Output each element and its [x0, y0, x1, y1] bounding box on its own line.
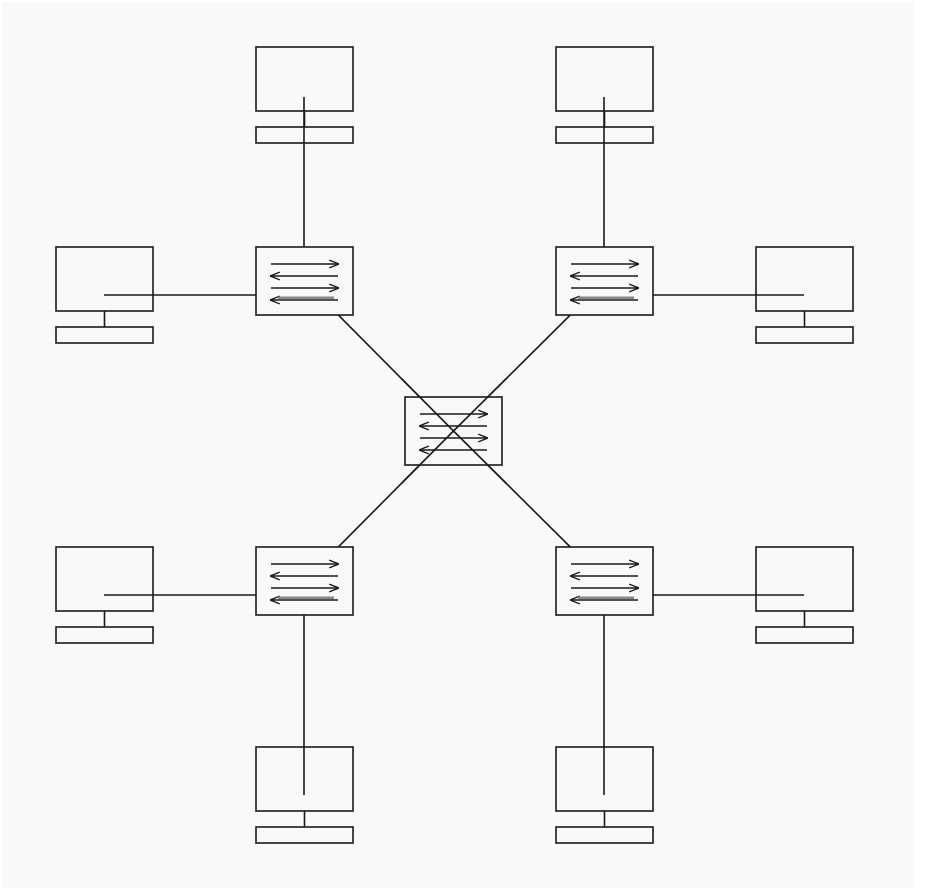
switch-box [555, 546, 654, 616]
network-nodes [55, 46, 854, 844]
switch-box [255, 246, 354, 316]
switch-icon [255, 246, 354, 316]
keyboard-base [55, 626, 154, 644]
keyboard-base [755, 326, 854, 344]
computer-icon [555, 746, 654, 844]
link-core-through-switch-top-left [400, 377, 455, 432]
computer-icon [255, 46, 354, 144]
computer-icon [55, 546, 154, 644]
computer-icon [55, 246, 154, 344]
keyboard-base [555, 826, 654, 844]
keyboard-base [255, 126, 354, 144]
computer-icon [755, 546, 854, 644]
keyboard-base [255, 826, 354, 844]
keyboard-base [755, 626, 854, 644]
switch-box [255, 546, 354, 616]
switch-icon [255, 546, 354, 616]
computer-icon [755, 246, 854, 344]
keyboard-base [55, 326, 154, 344]
switch-icon [555, 246, 654, 316]
computer-icon [255, 746, 354, 844]
computer-icon [555, 46, 654, 144]
switch-icon [555, 546, 654, 616]
switch-box [555, 246, 654, 316]
link-core-through-switch-bottom-right [452, 430, 507, 485]
link-core-through-switch-top-right [452, 377, 507, 432]
keyboard-base [555, 126, 654, 144]
link-core-through-switch-bottom-left [400, 430, 455, 485]
